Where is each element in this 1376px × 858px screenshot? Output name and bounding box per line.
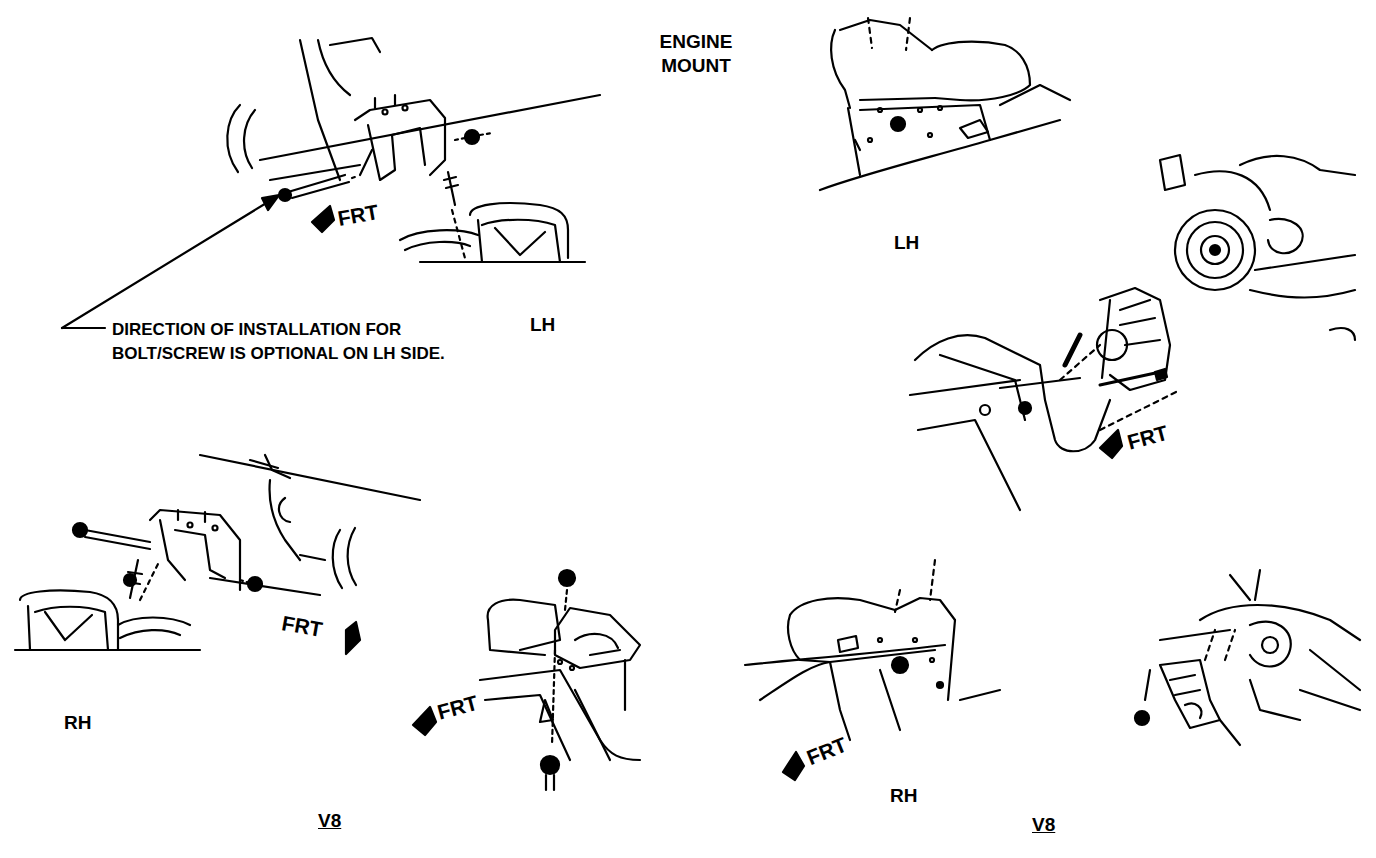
front-arrow-label: FRT xyxy=(435,692,480,724)
front-arrow-label: FRT xyxy=(336,201,380,230)
front-arrow-label: FRT xyxy=(1125,422,1170,454)
side-label: RH xyxy=(64,712,91,734)
side-label: RH xyxy=(890,785,917,807)
diagram-title: ENGINE MOUNT xyxy=(648,30,744,78)
rh-mount-exploded xyxy=(15,455,420,654)
engine-label: V8 xyxy=(1032,814,1055,836)
side-label: LH xyxy=(894,232,919,254)
lh-frame-bracket xyxy=(820,18,1070,190)
engine-label: V8 xyxy=(318,810,341,832)
lh-mount-exploded xyxy=(62,38,600,328)
front-arrow-label: FRT xyxy=(280,612,324,641)
v8-rh-engine-mount xyxy=(1135,570,1360,745)
v8-lh-mount xyxy=(910,155,1355,510)
front-arrow-label: FRT xyxy=(804,734,850,770)
rh-frame-bracket xyxy=(745,560,1000,780)
side-label: LH xyxy=(530,314,555,336)
v8-rh-mount-block xyxy=(413,570,640,790)
installation-note: DIRECTION OF INSTALLATION FOR BOLT/SCREW… xyxy=(112,318,482,366)
